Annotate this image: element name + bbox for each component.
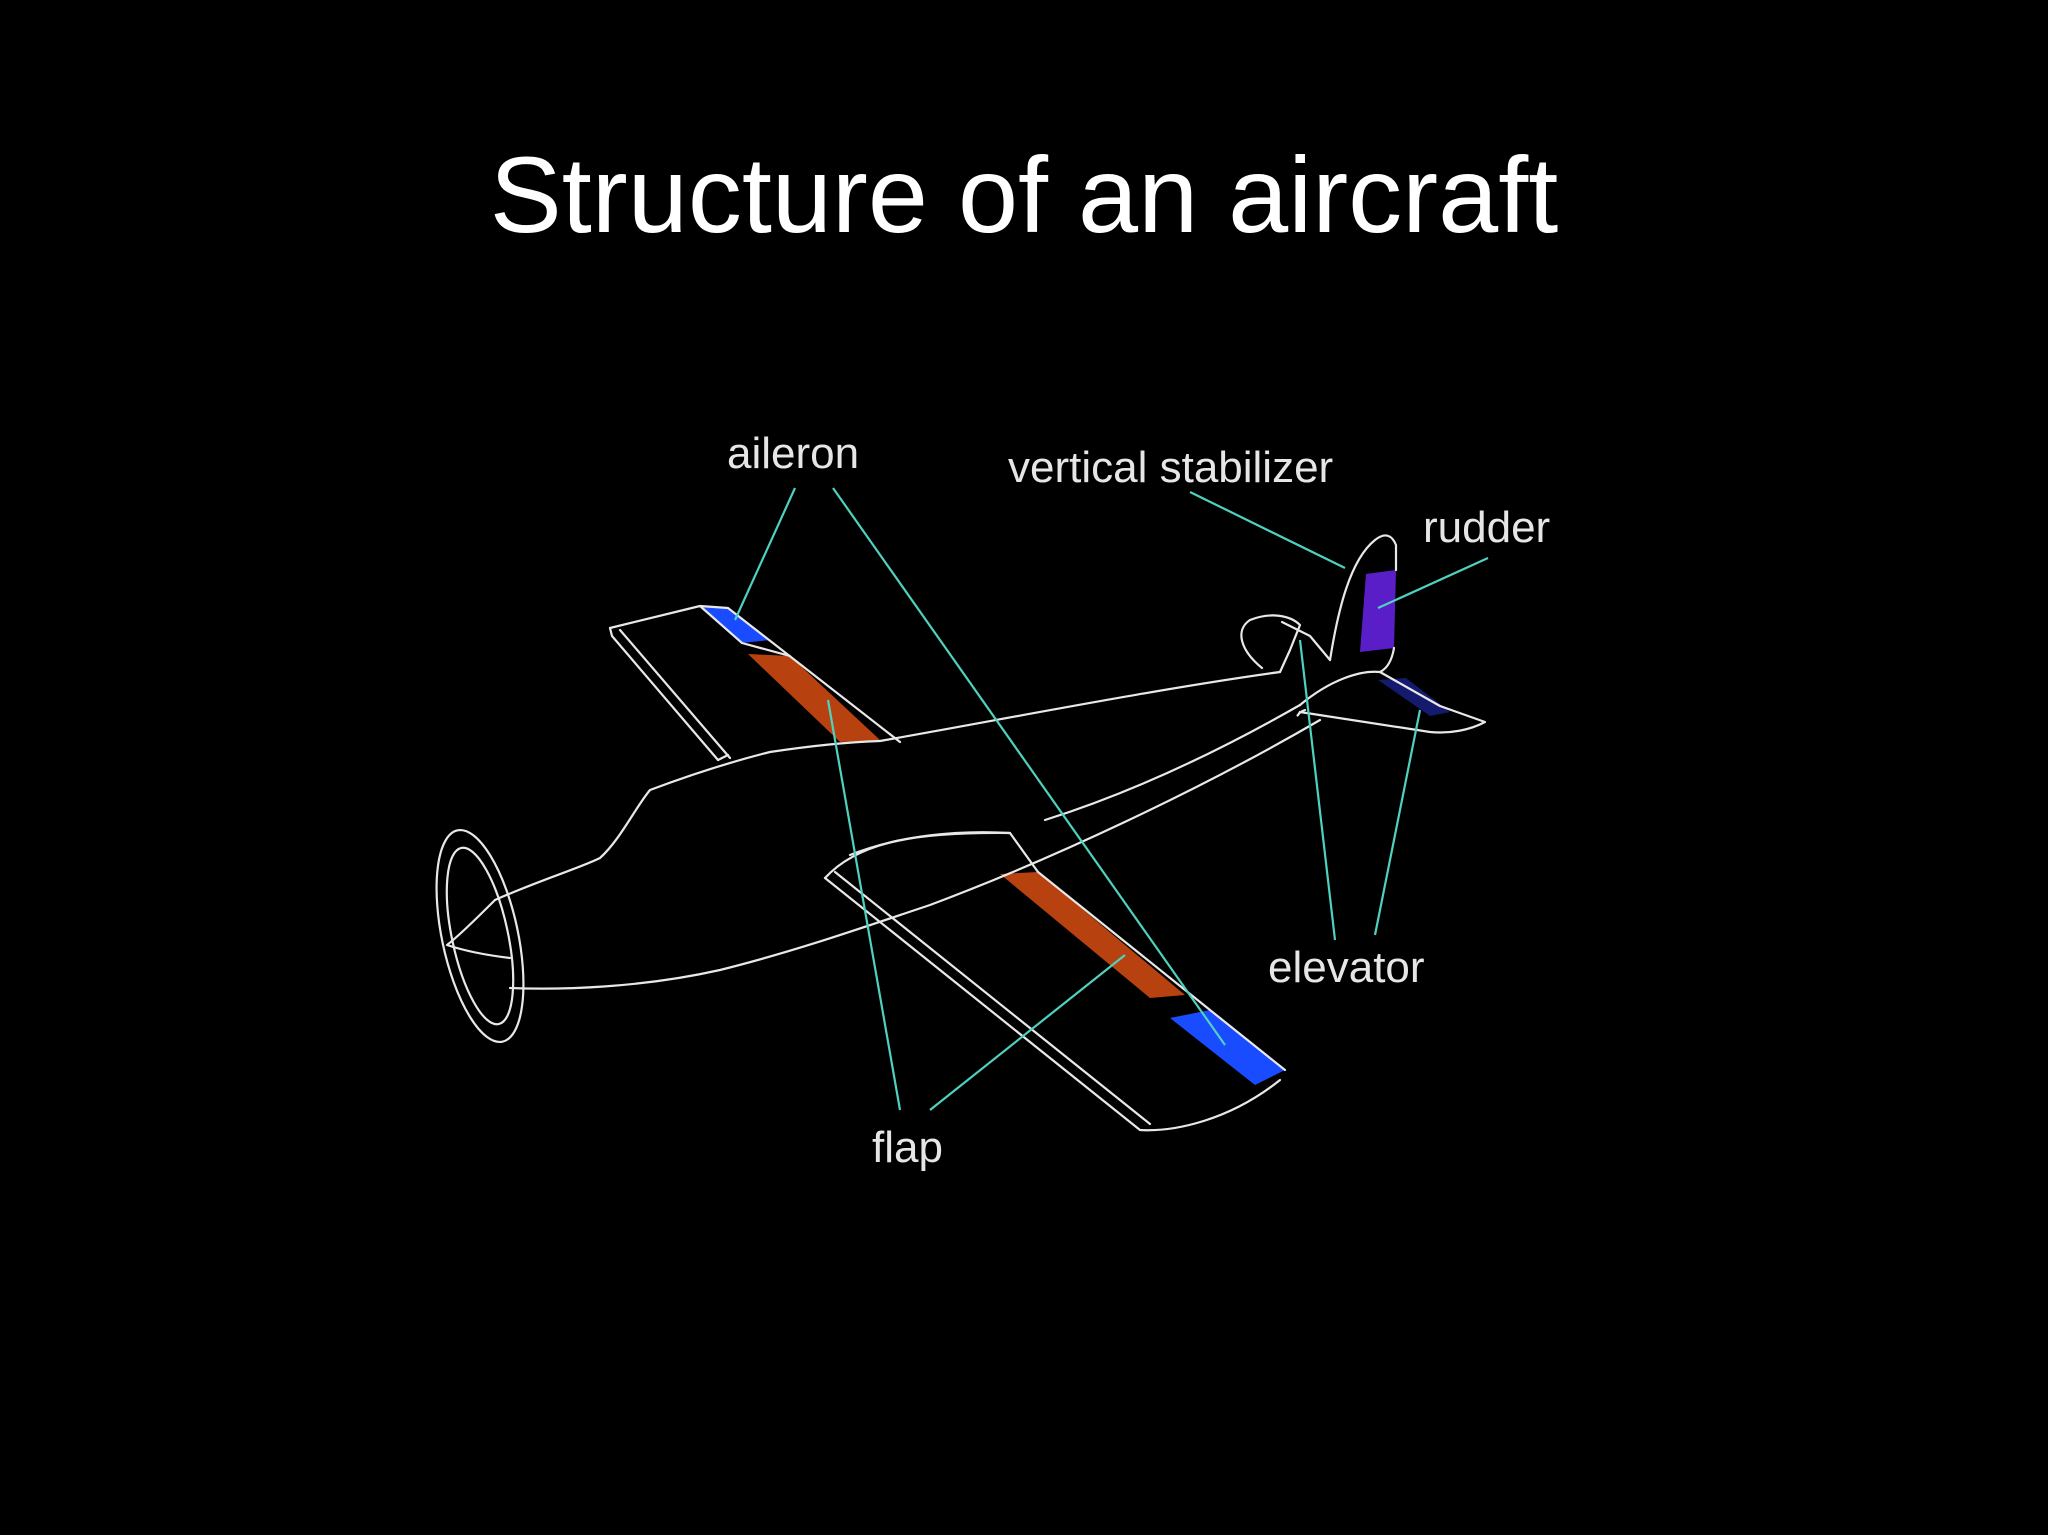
elevator-surface [1378,678,1450,716]
vertical-stabilizer-leader [1189,491,1346,569]
right-aileron-surface [1170,1010,1285,1085]
flap-leader-left [826,699,902,1111]
elevator-leader-left [1298,639,1337,941]
rudder-surface [1360,570,1396,652]
label-flap: flap [872,1123,943,1172]
leader-lines [733,487,1489,1111]
right-flap-surface [1000,872,1185,998]
aileron-leader-left [733,487,797,621]
left-flap-surface [748,654,880,742]
aircraft-outline [435,534,1487,1132]
slide-title: Structure of an aircraft [489,134,1559,255]
flap-leader-right [929,954,1126,1111]
label-aileron: aileron [727,429,859,478]
label-vertical-stabilizer: vertical stabilizer [1008,443,1333,492]
rudder-leader [1377,556,1489,610]
label-rudder: rudder [1423,503,1550,552]
left-aileron-surface [700,606,770,643]
label-elevator: elevator [1268,943,1425,992]
elevator-leader-right [1373,709,1422,936]
aileron-leader-right [832,487,1226,1046]
